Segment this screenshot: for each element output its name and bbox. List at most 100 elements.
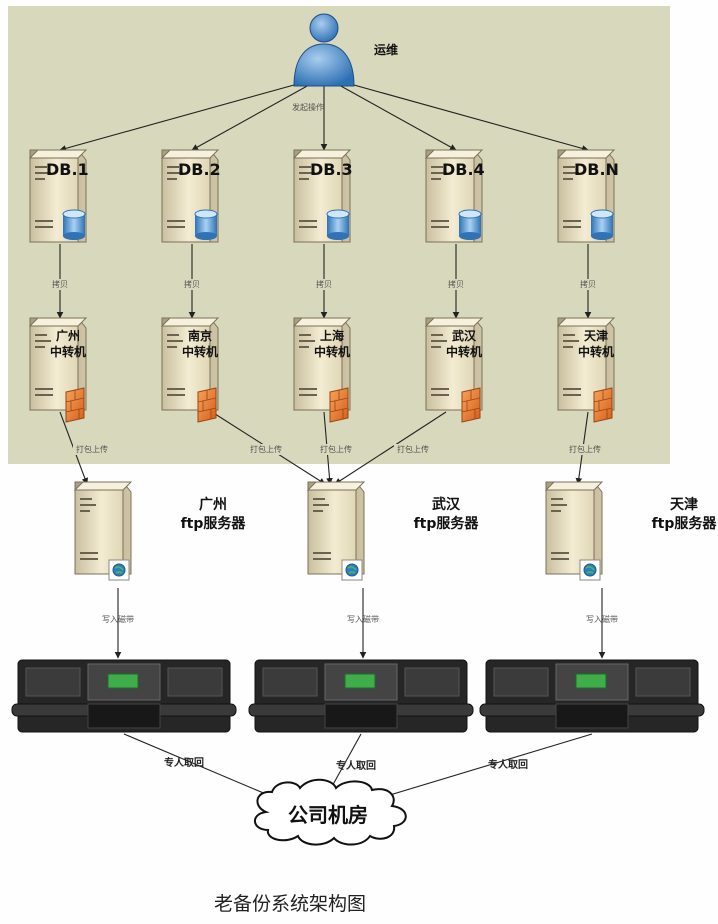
copy-edge-label: 拷贝	[580, 279, 596, 289]
globe-land	[585, 566, 595, 574]
tape-lcd-display	[575, 673, 607, 689]
copy-edge-label: 拷贝	[316, 279, 332, 289]
tape-library-icon	[479, 659, 705, 733]
datacenter-label: 公司机房	[288, 803, 368, 827]
retrieve-edge-label: 专人取回	[164, 756, 204, 769]
operator-action-label: 发起操作	[292, 102, 324, 112]
operator-to-db-arrow	[59, 79, 313, 152]
relay-location-label: 天津	[584, 328, 608, 343]
database-cylinder-top	[590, 209, 614, 219]
relay-location-label: 上海	[320, 328, 344, 343]
firewall-brick-lines	[329, 390, 349, 419]
upload-edge-label: 打包上传	[569, 444, 601, 454]
copy-edge-label-bg	[49, 279, 71, 290]
upload-edge-label-bg	[317, 444, 355, 455]
db-label: DB.3	[310, 160, 353, 179]
ftp-type-label: ftp服务器	[652, 515, 718, 532]
relay-type-label: 中转机	[50, 344, 86, 359]
relay-type-label: 中转机	[314, 344, 350, 359]
copy-edge-label: 拷贝	[184, 279, 200, 289]
copy-edge-label-bg	[577, 279, 599, 290]
operator-label: 运维	[374, 42, 398, 57]
ftp-location-label: 广州	[199, 496, 227, 513]
upload-edge-label: 打包上传	[397, 444, 429, 454]
database-cylinder-top	[458, 209, 482, 219]
database-cylinder-icon	[591, 214, 613, 236]
relay-to-ftp-arrow	[334, 411, 447, 485]
tape-drive-slot	[262, 667, 318, 697]
tape-lcd-display	[107, 673, 139, 689]
firewall-brick-lines	[197, 390, 217, 419]
upload-edge-label-bg	[394, 444, 432, 455]
globe-land	[114, 566, 124, 574]
tape-to-datacenter-arrow	[329, 733, 362, 791]
tape-library-icon	[11, 659, 237, 733]
ftp-location-label: 武汉	[432, 496, 461, 513]
database-cylinder-icon	[195, 214, 217, 236]
tape-library-icon	[248, 659, 474, 733]
copy-edge-label: 拷贝	[52, 279, 68, 289]
copy-edge-label-bg	[445, 279, 467, 290]
relay-location-label: 广州	[56, 328, 80, 343]
tape-to-datacenter-arrow	[123, 733, 281, 801]
ftp-location-label: 天津	[670, 496, 698, 513]
database-cylinder-bottom	[63, 232, 85, 240]
globe-icon	[345, 563, 359, 577]
tape-to-datacenter-arrow	[379, 733, 593, 800]
database-cylinder-top	[194, 209, 218, 219]
db-label: DB.2	[178, 160, 221, 179]
tape-drive-slot	[635, 667, 691, 697]
operator-node	[293, 13, 355, 87]
db-label: DB.1	[46, 160, 89, 179]
database-cylinder-bottom	[195, 232, 217, 240]
upload-edge-label: 打包上传	[76, 444, 108, 454]
write-tape-edge-label: 写入磁带	[347, 614, 379, 624]
upload-edge-label-bg	[247, 444, 285, 455]
tape-vent	[324, 703, 398, 729]
firewall-brick-lines	[65, 390, 85, 419]
copy-edge-label-bg	[313, 279, 335, 290]
database-cylinder-icon	[459, 214, 481, 236]
tape-drive-slot	[493, 667, 549, 697]
tape-drive-slot	[25, 667, 81, 697]
tape-lcd-display	[344, 673, 376, 689]
relay-type-label: 中转机	[578, 344, 614, 359]
globe-land	[347, 566, 357, 574]
operator-to-db-arrow	[329, 79, 457, 151]
upload-edge-label: 打包上传	[320, 444, 352, 454]
write-tape-edge-label: 写入磁带	[102, 614, 134, 624]
retrieve-edge-label: 专人取回	[488, 758, 528, 771]
relay-location-label: 南京	[188, 328, 212, 343]
ftp-type-label: ftp服务器	[181, 515, 247, 532]
diagram-caption: 老备份系统架构图	[214, 893, 366, 915]
db-label: DB.4	[442, 160, 485, 179]
tape-drive-slot	[167, 667, 223, 697]
tape-vent	[87, 703, 161, 729]
database-cylinder-top	[62, 209, 86, 219]
globe-icon	[112, 563, 126, 577]
tape-drive-slot	[404, 667, 460, 697]
firewall-brick-lines	[461, 390, 481, 419]
database-cylinder-icon	[63, 214, 85, 236]
copy-edge-label: 拷贝	[448, 279, 464, 289]
relay-type-label: 中转机	[446, 344, 482, 359]
upload-edge-label-bg	[566, 444, 604, 455]
write-tape-edge-label: 写入磁带	[586, 614, 618, 624]
copy-edge-label-bg	[181, 279, 203, 290]
database-cylinder-bottom	[327, 232, 349, 240]
retrieve-edge-label: 专人取回	[336, 759, 376, 772]
globe-icon	[583, 563, 597, 577]
ftp-type-label: ftp服务器	[414, 515, 480, 532]
operator-to-db-arrow	[191, 79, 319, 151]
tape-vent	[555, 703, 629, 729]
datacenter-cloud	[254, 778, 407, 846]
database-cylinder-icon	[327, 214, 349, 236]
upload-edge-label-bg	[73, 444, 111, 455]
relay-location-label: 武汉	[452, 328, 477, 343]
upload-edge-label: 打包上传	[250, 444, 282, 454]
relay-type-label: 中转机	[182, 344, 218, 359]
database-cylinder-top	[326, 209, 350, 219]
